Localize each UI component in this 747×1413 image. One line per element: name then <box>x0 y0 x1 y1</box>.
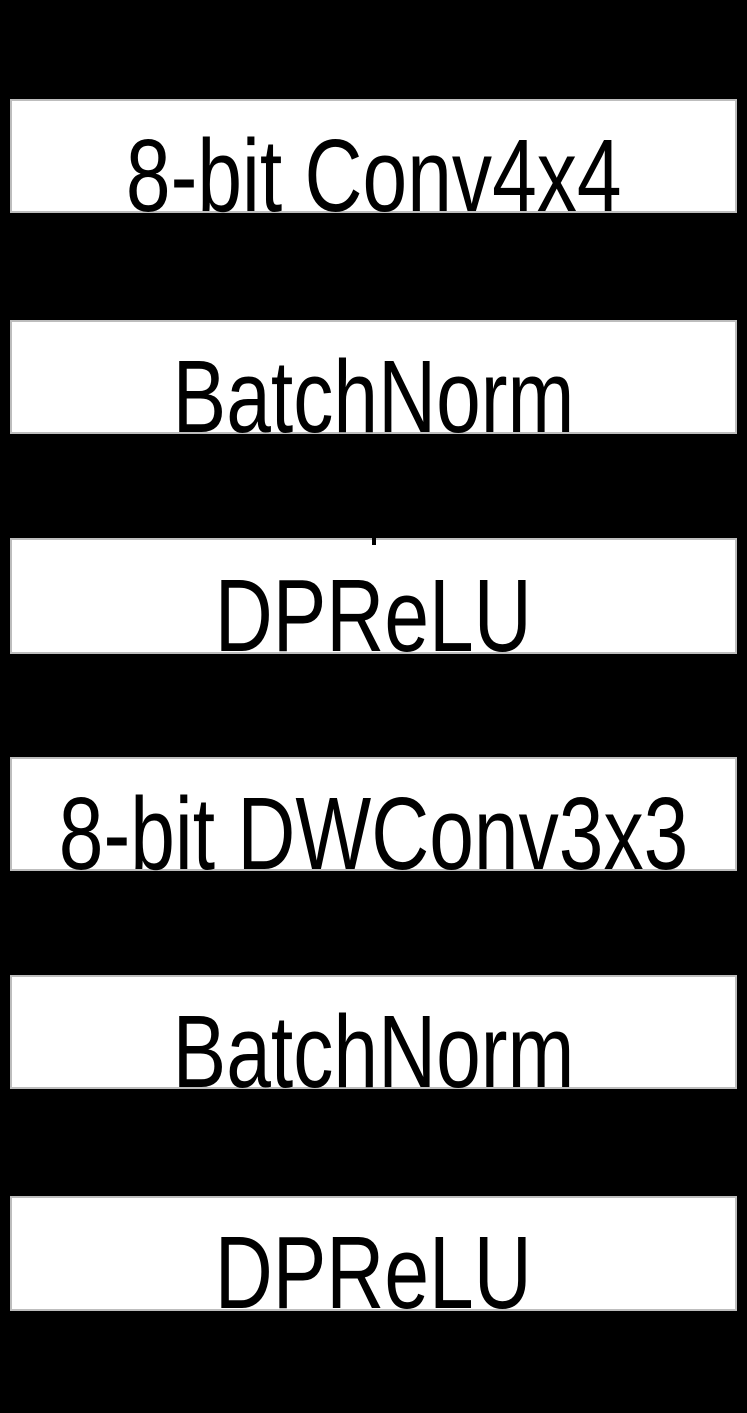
block-dprelu-1-label: DPReLU <box>214 557 532 673</box>
block-conv4x4: 8-bit Conv4x4 <box>10 99 737 227</box>
block-conv4x4-label: 8-bit Conv4x4 <box>125 117 622 233</box>
block-batchnorm-2: BatchNorm <box>10 975 737 1103</box>
block-dprelu-1: DPReLU <box>10 538 737 667</box>
block-dwconv3x3-label: 8-bit DWConv3x3 <box>58 775 689 891</box>
arrow-tip-mark <box>371 538 376 545</box>
block-batchnorm-1-label: BatchNorm <box>172 338 575 454</box>
block-batchnorm-2-label: BatchNorm <box>172 993 575 1109</box>
block-dwconv3x3: 8-bit DWConv3x3 <box>10 757 737 885</box>
block-batchnorm-1: BatchNorm <box>10 320 737 448</box>
block-dprelu-2: DPReLU <box>10 1196 737 1324</box>
block-dprelu-2-label: DPReLU <box>214 1215 532 1330</box>
